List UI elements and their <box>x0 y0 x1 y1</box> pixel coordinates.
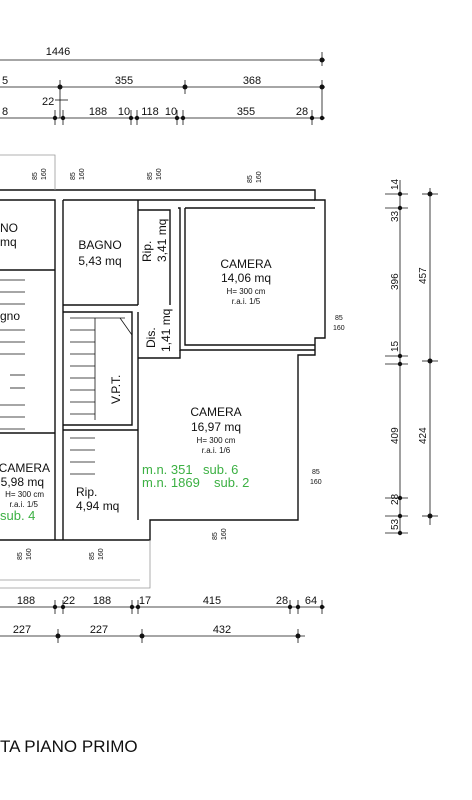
dim-bottom1-a: 188 <box>17 595 35 607</box>
room-dis-name: Dis. <box>144 327 158 348</box>
cadastral-labels: m.n. 351 sub. 6 m.n. 1869 sub. 2 sub. 4 <box>0 462 249 523</box>
walls <box>0 154 326 589</box>
dim-bottom1-f: 28 <box>276 595 288 607</box>
dim-bottom2-c: 432 <box>213 624 231 636</box>
dim-bottom1-d: 17 <box>139 595 151 607</box>
window-4-width: 85 <box>247 175 254 183</box>
window-9-height: 160 <box>98 548 105 560</box>
dim-right-f: 28 <box>390 493 401 505</box>
plan-title: TA PIANO PRIMO <box>0 737 138 756</box>
dim-row4-b: 188 <box>89 106 107 118</box>
window-6-width: 85 <box>312 469 320 476</box>
room-camera-left-height: H= 300 cm <box>5 490 44 499</box>
cadastral-line2: m.n. 1869 <box>142 475 200 490</box>
window-labels: 85 160 85 160 85 160 85 160 85 160 85 16… <box>17 168 345 560</box>
room-camera1-height: H= 300 cm <box>227 287 266 296</box>
room-rip-top-name: Rip. <box>140 241 154 262</box>
dim-bottom1-e: 415 <box>203 595 221 607</box>
room-left-top-area: mq <box>0 235 17 249</box>
room-camera2-rai: r.a.i. 1/6 <box>202 446 231 455</box>
dim-bottom1-c: 188 <box>93 595 111 607</box>
window-5-height: 160 <box>333 325 345 332</box>
room-camera1-area: 14,06 mq <box>221 271 271 285</box>
room-left-top-name: NO <box>0 221 18 235</box>
top-dimensions: 1446 5 355 368 22 8 188 10 118 10 355 <box>0 46 325 125</box>
cadastral-sub2: sub. 2 <box>214 475 249 490</box>
stairs <box>0 279 133 475</box>
right-dimensions: 14 33 396 15 409 28 53 457 424 <box>385 178 438 536</box>
dim-row4-e: 10 <box>165 106 177 118</box>
room-camera1-name: CAMERA <box>220 257 271 271</box>
room-camera1-rai: r.a.i. 1/5 <box>232 297 261 306</box>
room-bagno-area: 5,43 mq <box>78 254 121 268</box>
room-camera-left-area: 5,98 mq <box>1 475 44 489</box>
cadastral-left-sub: sub. 4 <box>0 508 35 523</box>
dim-right-total-b: 424 <box>418 427 429 444</box>
dim-right-d: 15 <box>390 340 401 352</box>
dim-row4-c: 10 <box>118 106 130 118</box>
dim-bottom1-b: 22 <box>63 595 75 607</box>
dim-row2-b: 355 <box>115 75 133 87</box>
dim-row4-f: 355 <box>237 106 255 118</box>
window-1-height: 160 <box>41 168 48 180</box>
dim-row4-a: 8 <box>2 106 8 118</box>
room-camera-left-rai: r.a.i. 1/5 <box>10 500 39 509</box>
dim-row2-c: 368 <box>243 75 261 87</box>
window-6-height: 160 <box>310 479 322 486</box>
dim-right-c: 396 <box>390 273 401 290</box>
dim-right-g: 53 <box>390 518 401 530</box>
room-camera2-name: CAMERA <box>190 405 241 419</box>
window-7-height: 160 <box>221 528 228 540</box>
room-rip-bottom-name: Rip. <box>76 485 97 499</box>
dim-row4-d: 118 <box>141 106 159 118</box>
dim-bottom2-b: 227 <box>90 624 108 636</box>
room-bagno-name: BAGNO <box>78 238 121 252</box>
window-4-height: 160 <box>256 171 263 183</box>
window-9-width: 85 <box>89 552 96 560</box>
room-camera2-area: 16,97 mq <box>191 420 241 434</box>
room-camera2-height: H= 300 cm <box>197 436 236 445</box>
window-7-width: 85 <box>212 532 219 540</box>
dim-right-a: 14 <box>390 178 401 190</box>
cadastral-line1: m.n. 351 <box>142 462 193 477</box>
window-2-width: 85 <box>70 172 77 180</box>
window-3-height: 160 <box>156 168 163 180</box>
window-5-width: 85 <box>335 315 343 322</box>
dim-total: 1446 <box>46 46 70 58</box>
room-rip-bottom-area: 4,94 mq <box>76 499 119 513</box>
dim-row2-a: 5 <box>2 75 8 87</box>
dim-bottom1-g: 64 <box>305 595 317 607</box>
room-bagno-left-name: gno <box>0 309 20 323</box>
dim-right-b: 33 <box>390 210 401 222</box>
window-2-height: 160 <box>79 168 86 180</box>
room-vpt-name: V.P.T. <box>109 375 123 404</box>
room-rip-top-area: 3,41 mq <box>155 219 169 262</box>
room-labels: NO mq BAGNO 5,43 mq Rip. 3,41 mq CAMERA … <box>0 219 272 513</box>
dim-row3: 22 <box>42 96 54 108</box>
window-8-height: 160 <box>26 548 33 560</box>
room-dis-area: 1,41 mq <box>159 309 173 352</box>
bottom-dimensions: 188 22 188 17 415 28 64 227 227 432 <box>0 595 325 643</box>
window-3-width: 85 <box>147 172 154 180</box>
room-camera-left-name: CAMERA <box>0 461 50 475</box>
window-1-width: 85 <box>32 172 39 180</box>
dim-right-total-a: 457 <box>418 267 429 284</box>
dim-row4-g: 28 <box>296 106 308 118</box>
window-8-width: 85 <box>17 552 24 560</box>
dim-right-e: 409 <box>390 427 401 444</box>
dim-bottom2-a: 227 <box>13 624 31 636</box>
cadastral-sub1: sub. 6 <box>203 462 238 477</box>
